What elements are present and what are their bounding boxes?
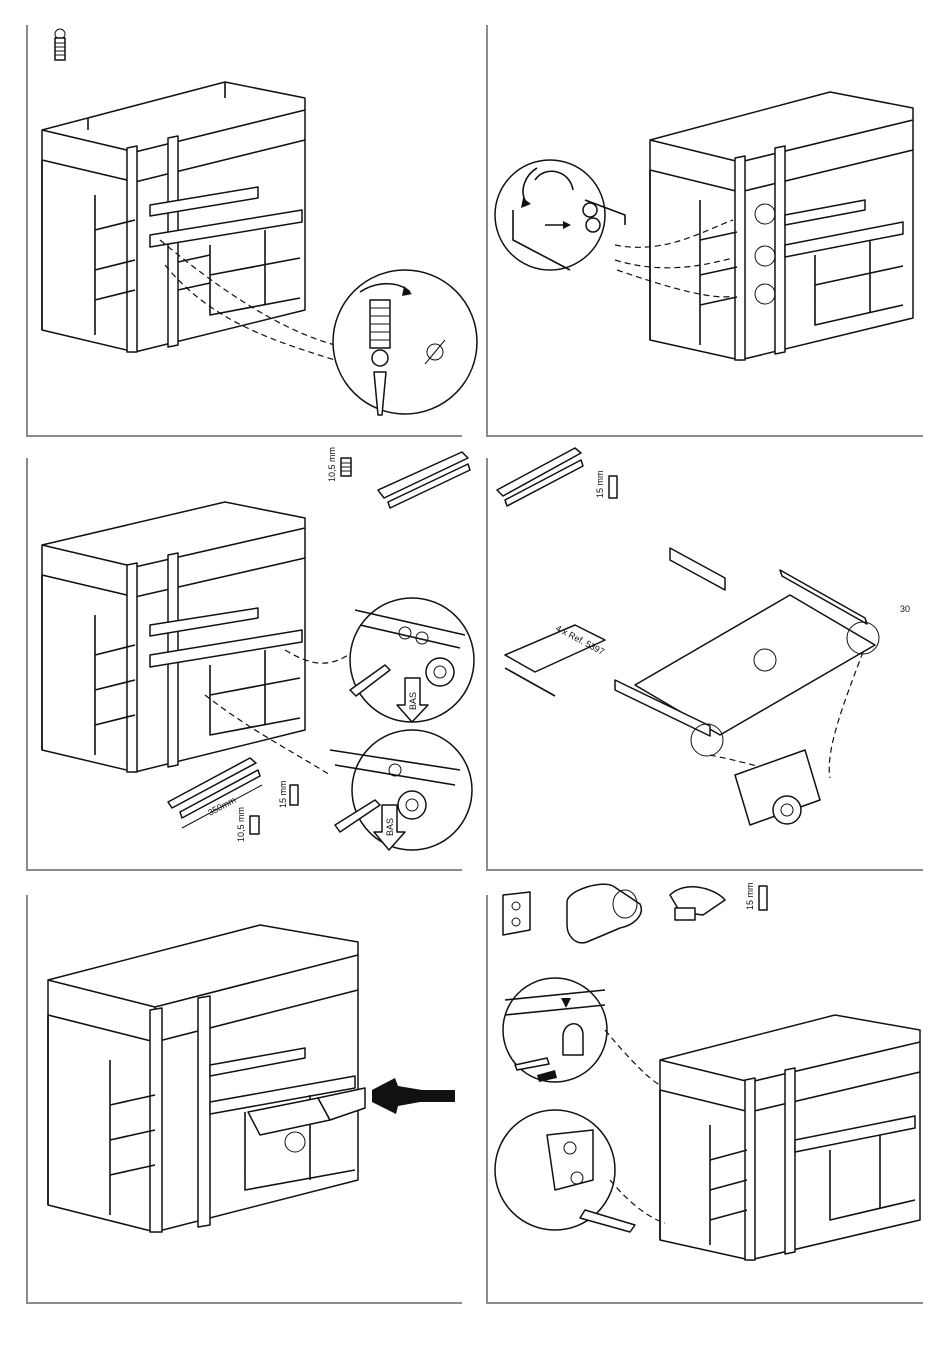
screw-length-label: 15 mm <box>745 882 755 910</box>
screw-icon <box>759 886 767 910</box>
step-1-panel <box>0 0 475 440</box>
step-3-panel: 10,5 mm 350mm 15 mm 10,5 mm BAS <box>0 440 475 880</box>
bed-frame-drawing <box>660 1015 920 1260</box>
screw-length-label: 15 mm <box>595 470 605 498</box>
drawer-runner-icon <box>497 448 583 506</box>
cam-bolt-icon <box>341 458 351 476</box>
desk-top-drawing: 4 x Ref. 5397 <box>505 548 875 736</box>
step-2-panel <box>475 0 950 440</box>
step-1-illustration <box>0 0 475 440</box>
step-6-illustration: 15 mm <box>475 880 950 1360</box>
bed-frame-drawing <box>42 82 305 352</box>
hinge-icon <box>503 892 530 935</box>
bolt-length-label: 10,5 mm <box>327 447 337 482</box>
step-5-illustration <box>0 880 475 1360</box>
cam-housing-icon <box>567 884 641 943</box>
step-3-illustration: 10,5 mm 350mm 15 mm 10,5 mm BAS <box>0 440 475 880</box>
bolt-length-label: 10,5 mm <box>236 807 246 842</box>
bottom-orientation-label: BAS <box>385 818 395 836</box>
detail-magnifier <box>495 978 665 1232</box>
shelf-support-icon <box>670 887 725 920</box>
cam-bolt-icon <box>55 29 65 60</box>
step-4-panel: 15 mm 4 x Ref. 5397 30 <box>475 440 950 880</box>
step-4-illustration: 15 mm 4 x Ref. 5397 30 <box>475 440 950 880</box>
bed-frame-drawing <box>48 925 358 1232</box>
drawer-runner-icon <box>168 758 262 828</box>
screw-spacing-label: 30 <box>900 604 910 614</box>
drawer-runner-icon <box>378 452 470 508</box>
screw-icon <box>290 785 298 805</box>
screw-icon <box>609 476 617 498</box>
step-5-panel <box>0 880 475 1360</box>
bed-frame-drawing <box>42 502 305 772</box>
screw-length-label: 15 mm <box>278 780 288 808</box>
bed-frame-drawing <box>650 92 913 360</box>
insert-arrow-icon <box>372 1078 455 1114</box>
step-2-illustration <box>475 0 950 440</box>
step-6-panel: 15 mm <box>475 880 950 1360</box>
bottom-orientation-label: BAS <box>408 692 418 710</box>
cam-bolt-icon <box>250 816 259 834</box>
